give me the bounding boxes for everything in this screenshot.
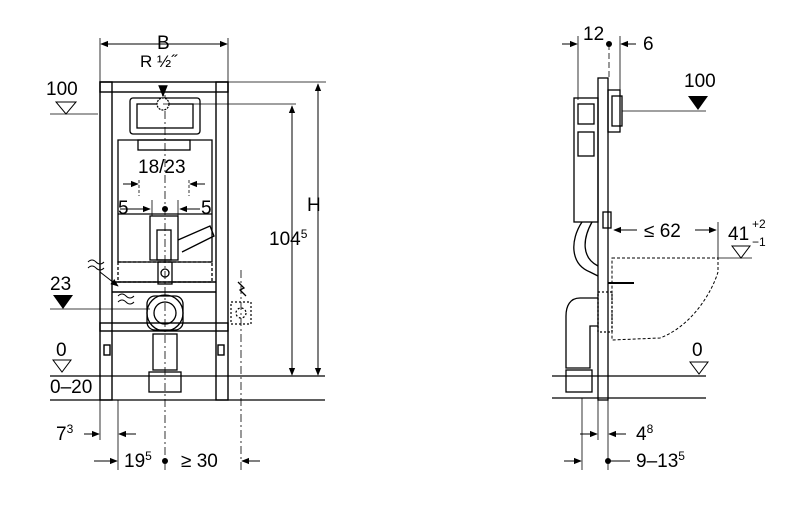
dim-side-bottom	[564, 398, 630, 470]
dim-height-h	[228, 81, 326, 376]
bowl-length-label: ≤ 62	[644, 221, 681, 242]
top-right-dim-label: 6	[643, 34, 654, 55]
button-spacing-label: 18/23	[138, 157, 186, 178]
front-view: B R ½˝ 100 23 0 0–20 H 1045	[46, 33, 326, 472]
side-frame	[573, 77, 623, 401]
power-symbol-icon	[237, 281, 247, 297]
level-top-label: 100	[46, 79, 78, 100]
level-zero-label: 0	[56, 340, 67, 361]
side-bowl-height-marker	[718, 245, 752, 259]
level-23-marker	[50, 295, 150, 310]
top-left-dim-label: 12	[583, 24, 604, 45]
height-label: H	[307, 195, 321, 216]
side-level-zero-marker	[689, 361, 709, 375]
dim-side-top	[562, 36, 636, 100]
side-level-100-marker	[622, 96, 708, 112]
side-flush-pipe	[573, 221, 599, 277]
bottom-left-label: 73	[56, 422, 74, 445]
offset-left-label: 5	[118, 198, 129, 219]
bowl-height-plus: +2	[752, 217, 766, 231]
offset-right-label: 5	[201, 198, 212, 219]
bowl-height-minus: −1	[752, 235, 766, 249]
side-bottom-range-label: 9–135	[636, 449, 685, 472]
side-drain-elbow	[565, 291, 613, 393]
side-view: 12 6 100 ≤ 62 41 +2 −1 0	[552, 24, 766, 472]
bottom-mid-label: 195	[124, 449, 152, 472]
side-bottom-small-label: 48	[636, 422, 654, 445]
water-wave-icon	[87, 259, 105, 271]
side-level-zero-label: 0	[692, 340, 703, 361]
bottom-right-label: ≥ 30	[181, 451, 218, 472]
bowl-height-label: 41	[728, 224, 749, 245]
dim-bottom-left	[84, 400, 136, 470]
connection-label: R ½˝	[140, 52, 178, 71]
dim-offsets	[120, 200, 200, 216]
dim-width-b	[99, 38, 229, 82]
level-100-marker	[50, 101, 98, 115]
width-label: B	[157, 33, 170, 54]
level-zero-marker	[52, 359, 72, 373]
drain-wave-icon	[117, 293, 135, 305]
side-level-top-label: 100	[684, 71, 716, 92]
dim-bottom-mid	[94, 457, 260, 465]
dim-button-spacing	[123, 180, 205, 196]
level-23-label: 23	[50, 274, 71, 295]
floor-range-label: 0–20	[50, 377, 92, 398]
wc-bowl-outline	[611, 257, 719, 341]
cistern	[117, 97, 215, 283]
height-value: 1045	[269, 227, 308, 250]
mounting-frame	[99, 81, 229, 401]
dim-bowl-length	[613, 222, 719, 258]
